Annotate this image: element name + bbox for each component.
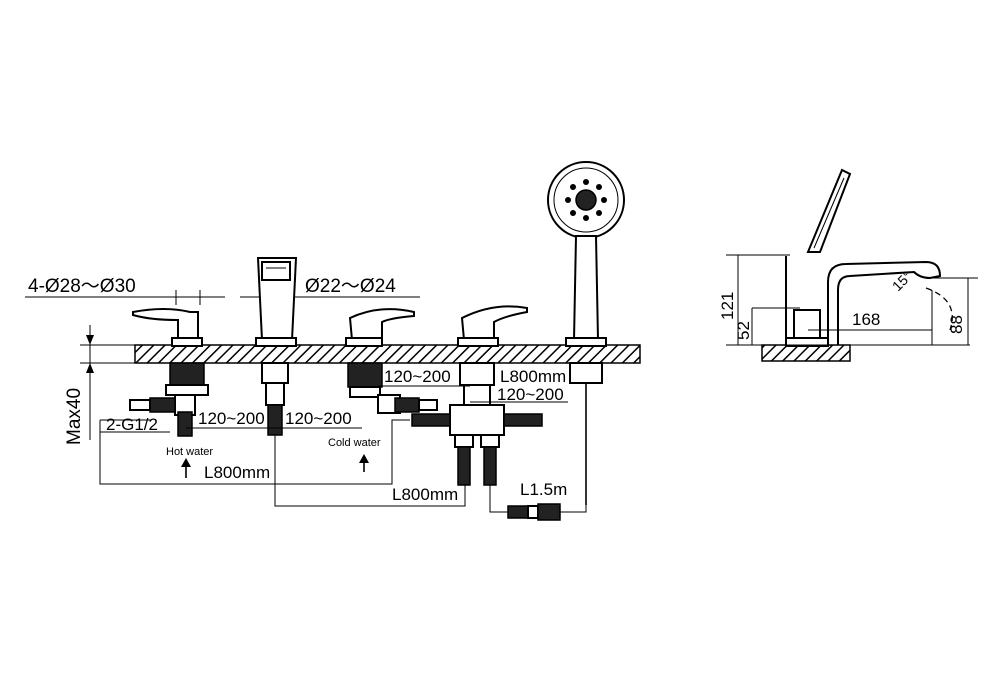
lever-handle-icon [132,308,199,341]
hose-a-label: L800mm [500,367,566,386]
holes-left-label: 4-Ø28～Ø30 [28,276,136,297]
dim-88-label: 88 [947,315,966,334]
max40-label: Max40 [64,388,85,445]
lever-handle-icon [348,308,415,341]
spout-icon [255,257,298,436]
flow-arrow-icon [359,454,369,472]
dist-d-label: 120~200 [497,385,564,404]
hoses [99,419,587,513]
side-spout [785,256,942,347]
dist-b-label: 120~200 [285,409,352,428]
hand-shower-icon [547,161,625,505]
flow-arrow-icon [181,458,191,478]
side-hand-shower [806,168,852,253]
hose-c-label: L800mm [392,485,458,504]
hot-water-label: Hot water [166,446,213,458]
dist-a-label: 120~200 [198,409,265,428]
side-deck-slab [761,344,851,362]
quick-connector-icon [507,503,561,521]
dim-168-label: 168 [852,310,880,329]
side-dimensions [726,254,978,346]
diverter-icon [411,305,543,486]
hot-valve-assembly [129,308,209,437]
cold-water-label: Cold water [328,437,381,449]
max40-dimension [80,325,135,440]
cold-valve-assembly [345,308,438,414]
distance-dimensions [100,385,568,433]
hose-shower-label: L1.5m [520,480,567,499]
deck-slab [134,344,641,364]
dist-c-label: 120~200 [384,367,451,386]
dim-121-label: 121 [718,292,737,320]
hole-leader-left [25,290,225,305]
g12-label: 2-G1/2 [106,415,158,434]
hose-b-label: L800mm [204,463,270,482]
holes-right-label: Ø22～Ø24 [305,276,396,297]
dim-52-label: 52 [734,321,753,340]
